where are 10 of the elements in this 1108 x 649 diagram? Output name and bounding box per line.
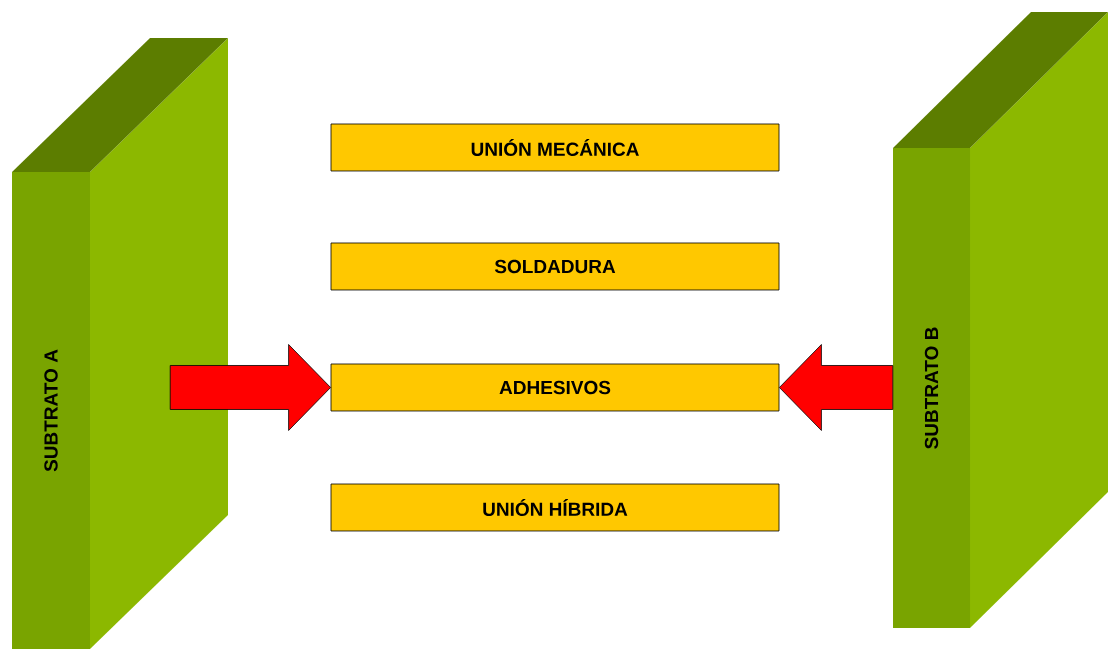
slab: SUBTRATO A [12, 38, 228, 649]
process-box: UNIÓN MECÁNICA [330, 123, 780, 172]
block-arrow [169, 344, 331, 431]
node-label: SUBTRATO A [44, 349, 58, 472]
process-box: SOLDADURA [330, 242, 780, 291]
node-label: SUBTRATO B [924, 327, 939, 449]
slab: SUBTRATO B [893, 12, 1108, 628]
block-arrow [779, 344, 894, 431]
process-box: UNIÓN HÍBRIDA [330, 483, 780, 532]
process-box: ADHESIVOS [330, 363, 780, 412]
